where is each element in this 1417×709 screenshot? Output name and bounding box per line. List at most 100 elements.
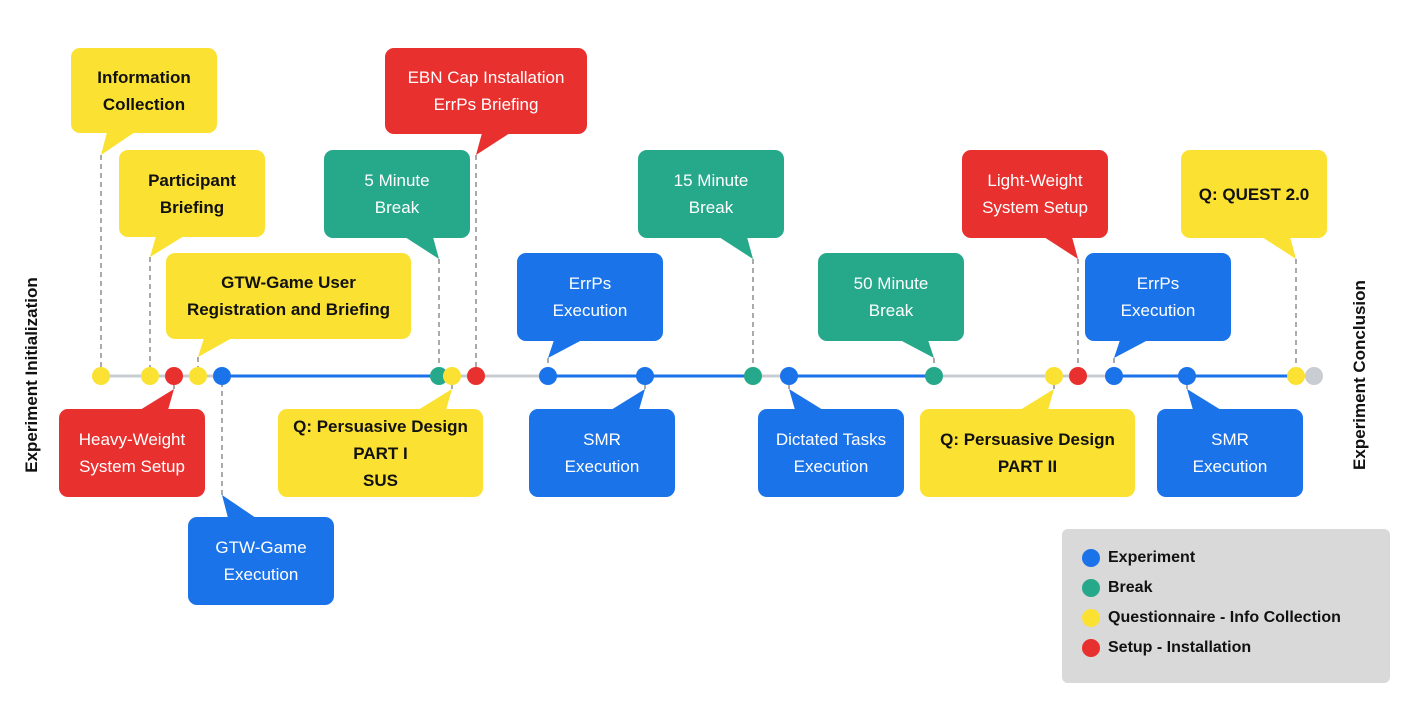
errps-execution-2-tail	[1114, 340, 1148, 358]
smr-execution-2-tail	[1187, 389, 1221, 410]
dictated-tasks-tail	[789, 389, 823, 410]
legend: Experiment Break Questionnaire - Info Co…	[1062, 529, 1390, 683]
legend-item-questionnaire: Questionnaire - Info Collection	[1082, 603, 1390, 633]
persuasive-part2-line: PART II	[997, 457, 1058, 476]
legend-item-experiment: Experiment	[1082, 543, 1390, 573]
participant-briefing-line: Participant	[148, 170, 236, 190]
timeline-dot-questionnaire	[141, 367, 159, 385]
timeline-dot-experiment	[780, 367, 798, 385]
smr-execution-1-line: Execution	[564, 457, 640, 476]
break-50-line: Break	[868, 301, 914, 320]
errps-execution-2-line: Execution	[1120, 301, 1196, 320]
break-5-line: 5 Minute	[364, 171, 430, 190]
legend-dot-setup	[1082, 639, 1100, 657]
legend-dot-break	[1082, 579, 1100, 597]
callout-tail-layer	[101, 132, 1296, 518]
legend-item-break: Break	[1082, 573, 1390, 603]
ebn-cap-line: ErrPs Briefing	[433, 95, 539, 114]
persuasive-part2-line: Q: Persuasive Design	[940, 430, 1115, 449]
break-15-line: Break	[688, 198, 734, 217]
errps-execution-1-tail	[548, 340, 582, 358]
legend-label-questionnaire: Questionnaire - Info Collection	[1108, 609, 1341, 626]
light-weight-setup-tail	[1044, 237, 1078, 259]
persuasive-part1-line: SUS	[363, 470, 398, 490]
persuasive-part2-tail	[1020, 389, 1054, 410]
ebn-cap-line: EBN Cap Installation	[407, 68, 565, 87]
break-15-tail	[719, 237, 753, 259]
quest-callout: Q: QUEST 2.0	[1181, 150, 1327, 238]
errps-execution-1-line: ErrPs	[568, 274, 612, 293]
experiment-initialization-label: Experiment Initialization	[22, 277, 41, 473]
timeline-dot-questionnaire	[1287, 367, 1305, 385]
legend-dot-questionnaire	[1082, 609, 1100, 627]
timeline-dot-break	[430, 367, 448, 385]
timeline-dot-questionnaire	[1045, 367, 1063, 385]
smr-execution-1-callout: SMR Execution	[529, 409, 675, 497]
errps-execution-1-line: Execution	[552, 301, 628, 320]
timeline-dot-setup	[1069, 367, 1087, 385]
timeline-dot-setup	[165, 367, 183, 385]
participant-briefing-tail	[150, 236, 184, 257]
break-50-tail	[900, 340, 934, 358]
timeline-dot-experiment	[1178, 367, 1196, 385]
persuasive-part1-tail	[418, 389, 452, 410]
timeline-dot-setup	[467, 367, 485, 385]
smr-execution-1-tail	[611, 389, 645, 410]
quest-tail	[1262, 237, 1296, 259]
timeline-dot-questionnaire	[443, 367, 461, 385]
gtw-execution-line: Execution	[223, 565, 299, 584]
timeline-dot-experiment	[213, 367, 231, 385]
legend-dot-experiment	[1082, 549, 1100, 567]
legend-label-setup: Setup - Installation	[1108, 639, 1252, 656]
timeline-dot-questionnaire	[92, 367, 110, 385]
heavy-weight-setup-line: Heavy-Weight	[78, 430, 186, 449]
dictated-tasks-line: Dictated Tasks	[775, 430, 887, 449]
legend-label-experiment: Experiment	[1108, 549, 1196, 566]
heavy-weight-setup-tail	[140, 389, 174, 410]
timeline-dot-experiment	[636, 367, 654, 385]
timeline-dot-questionnaire	[189, 367, 207, 385]
light-weight-setup-line: Light-Weight	[987, 171, 1083, 190]
quest-line: Q: QUEST 2.0	[1198, 184, 1310, 204]
timeline-dot-break	[925, 367, 943, 385]
break-50-line: 50 Minute	[853, 274, 929, 293]
smr-execution-1-line: SMR	[583, 430, 621, 449]
persuasive-part1-line: Q: Persuasive Design	[293, 416, 468, 436]
gtw-execution-tail	[222, 495, 256, 518]
smr-execution-2-line: Execution	[1192, 457, 1268, 476]
smr-execution-2-callout: SMR Execution	[1157, 409, 1303, 497]
information-collection-tail	[101, 132, 135, 155]
gtw-registration-line: GTW-Game User	[221, 273, 356, 292]
ebn-cap-tail	[476, 133, 510, 155]
gtw-execution-line: GTW-Game	[215, 538, 307, 557]
dictated-tasks-line: Execution	[793, 457, 869, 476]
break-5-tail	[405, 237, 439, 259]
legend-label-break: Break	[1108, 579, 1153, 596]
smr-execution-2-line: SMR	[1211, 430, 1249, 449]
timeline-dot-experiment	[539, 367, 557, 385]
light-weight-setup-line: System Setup	[982, 198, 1088, 217]
errps-execution-2-line: ErrPs	[1136, 274, 1180, 293]
break-15-line: 15 Minute	[673, 171, 749, 190]
information-collection-line: Information	[97, 67, 191, 87]
legend-item-setup: Setup - Installation	[1082, 633, 1390, 663]
gtw-registration-tail	[198, 338, 232, 357]
timeline-dot-end	[1305, 367, 1323, 385]
experiment-conclusion-label: Experiment Conclusion	[1350, 280, 1369, 470]
timeline-dot-layer	[92, 367, 1323, 385]
